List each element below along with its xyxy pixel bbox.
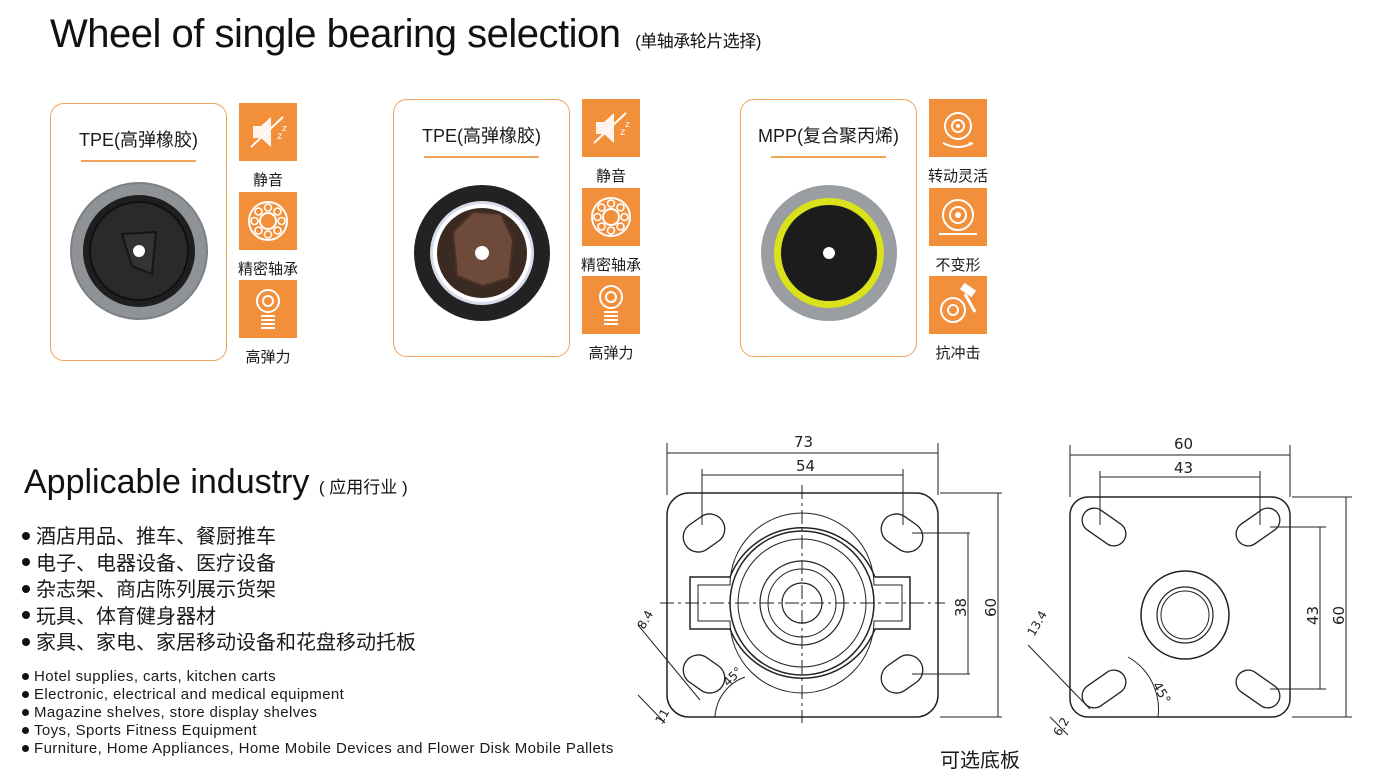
card-material-label: MPP(复合聚丙烯) <box>758 126 899 146</box>
card-divider <box>424 156 539 158</box>
spring-icon <box>582 276 640 334</box>
list-item: 电子、电器设备、医疗设备 <box>22 551 416 578</box>
dim-angle: 45° <box>720 664 745 689</box>
feature-label: 抗冲击 <box>935 345 981 362</box>
dim-height-outer: 60 <box>1330 606 1348 625</box>
bullet-icon <box>22 744 29 752</box>
list-item: 杂志架、商店陈列展示货架 <box>22 577 416 604</box>
bullet-icon <box>22 708 29 716</box>
feature-rotation: 转动灵活 <box>927 99 989 186</box>
feature-bearing: 精密轴承 <box>237 192 299 279</box>
card-divider <box>771 156 886 158</box>
feature-elastic: 高弹力 <box>237 280 299 367</box>
card-divider <box>81 160 196 162</box>
ball-bearing-icon <box>239 192 297 250</box>
industry-subtitle: ( 应用行业 ) <box>318 478 408 497</box>
wheel-image-tpe-gray <box>70 182 208 320</box>
feature-bearing: 精密轴承 <box>580 188 642 275</box>
bullet-icon <box>22 584 30 593</box>
feature-label: 不变形 <box>935 257 981 274</box>
optional-plate-caption: 可选底板 <box>940 750 1020 772</box>
industry-title-text: Applicable industry <box>24 463 310 501</box>
bullet-icon <box>22 672 29 680</box>
feature-impact: 抗冲击 <box>927 276 989 363</box>
wheel-card-tpe-brown: TPE(高弹橡胶) <box>393 99 570 357</box>
feature-label: 高弹力 <box>588 345 634 362</box>
dim-width-inner: 43 <box>1174 459 1193 477</box>
wheel-image-mpp <box>761 185 897 321</box>
dim-height-inner: 43 <box>1304 606 1322 625</box>
bullet-icon <box>22 726 29 734</box>
list-item: 家具、家电、家居移动设备和花盘移动托板 <box>22 630 416 657</box>
svg-text:z: z <box>625 120 630 130</box>
wheel-card-tpe-gray: TPE(高弹橡胶) <box>50 103 227 361</box>
feature-elastic: 高弹力 <box>580 276 642 363</box>
industry-title: Applicable industry ( 应用行业 ) <box>24 463 408 502</box>
industry-list-en: Hotel supplies, carts, kitchen carts Ele… <box>22 668 614 758</box>
list-item: Furniture, Home Appliances, Home Mobile … <box>22 740 614 758</box>
plate-drawing-top-view: 73 54 38 60 8.4 11 45° <box>634 433 1002 727</box>
wheel-stand-icon <box>929 188 987 246</box>
bullet-icon <box>22 611 30 620</box>
list-item: 酒店用品、推车、餐厨推车 <box>22 524 416 551</box>
svg-text:z: z <box>620 127 625 138</box>
page-title: Wheel of single bearing selection (单轴承轮片… <box>50 12 761 57</box>
hammer-impact-icon <box>929 276 987 334</box>
bullet-icon <box>22 690 29 698</box>
ball-bearing-icon <box>582 188 640 246</box>
feature-no-deform: 不变形 <box>927 188 989 275</box>
dim-height-outer: 60 <box>982 598 1000 617</box>
industry-list-zh: 酒店用品、推车、餐厨推车 电子、电器设备、医疗设备 杂志架、商店陈列展示货架 玩… <box>22 524 416 657</box>
list-item: Magazine shelves, store display shelves <box>22 704 614 722</box>
feature-label: 高弹力 <box>245 349 291 366</box>
spring-icon <box>239 280 297 338</box>
dim-slot-length: 8.4 <box>634 608 656 632</box>
bullet-icon <box>22 637 30 646</box>
wheel-image-tpe-brown <box>414 185 550 321</box>
bullet-icon <box>22 558 30 567</box>
dim-slot-width: 11 <box>652 706 672 726</box>
page-title-text: Wheel of single bearing selection <box>50 12 621 56</box>
feature-label: 静音 <box>252 172 283 189</box>
rotation-icon <box>929 99 987 157</box>
list-item: Toys, Sports Fitness Equipment <box>22 722 614 740</box>
feature-label: 精密轴承 <box>237 261 298 278</box>
dim-width-inner: 54 <box>796 457 815 475</box>
bullet-icon <box>22 531 30 540</box>
feature-label: 静音 <box>595 168 626 185</box>
feature-label: 精密轴承 <box>580 257 641 274</box>
dim-width-outer: 60 <box>1174 435 1193 453</box>
dim-slot-width: 6.2 <box>1050 715 1072 739</box>
list-item: Electronic, electrical and medical equip… <box>22 686 614 704</box>
svg-text:z: z <box>277 131 282 142</box>
list-item: Hotel supplies, carts, kitchen carts <box>22 668 614 686</box>
dim-width-outer: 73 <box>794 433 813 451</box>
page-subtitle: (单轴承轮片选择) <box>635 32 761 51</box>
feature-label: 转动灵活 <box>927 168 988 185</box>
list-item: 玩具、体育健身器材 <box>22 604 416 631</box>
wheel-card-mpp: MPP(复合聚丙烯) <box>740 99 917 357</box>
card-material-label: TPE(高弹橡胶) <box>79 130 198 150</box>
optional-plate-drawing: 60 43 43 60 13.4 6.2 45° <box>1024 435 1352 739</box>
dim-height-inner: 38 <box>952 598 970 617</box>
svg-text:z: z <box>282 124 287 134</box>
card-material-label: TPE(高弹橡胶) <box>422 126 541 146</box>
dim-slot-length: 13.4 <box>1024 608 1049 638</box>
